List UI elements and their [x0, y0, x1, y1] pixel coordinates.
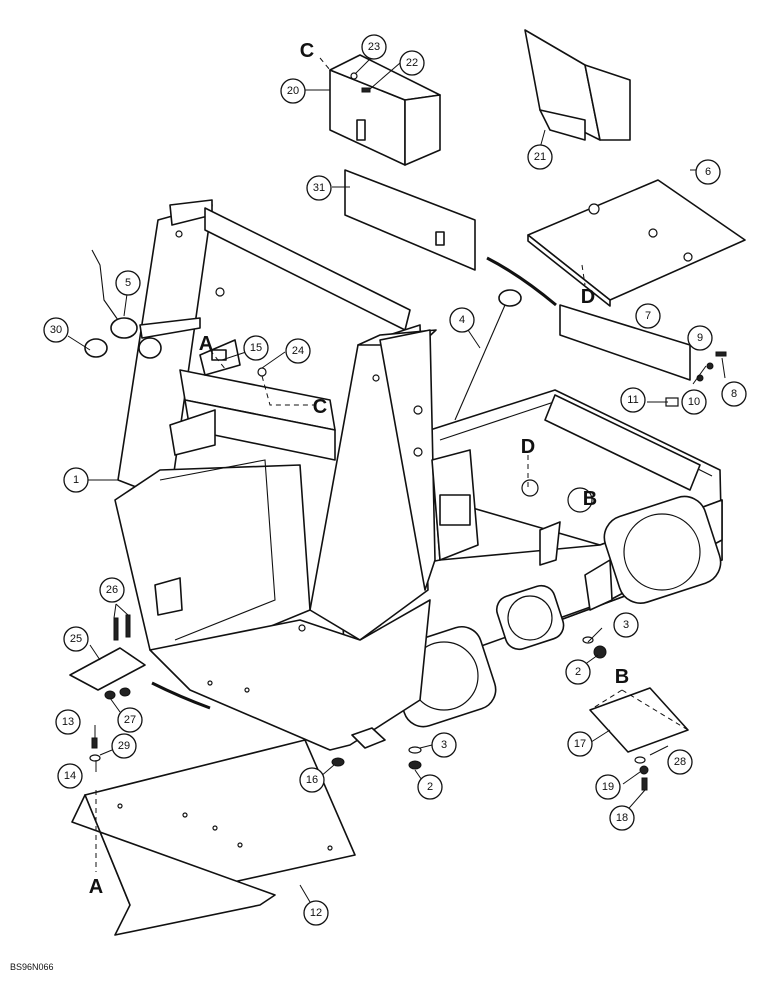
callout-5: 5	[115, 270, 141, 296]
ref-letter-a-lower: A	[89, 876, 103, 898]
callout-10: 10	[681, 389, 707, 415]
svg-text:19: 19	[602, 781, 614, 793]
svg-text:5: 5	[125, 277, 131, 289]
svg-text:23: 23	[368, 41, 380, 53]
ref-letter-b-cover: B	[615, 666, 629, 688]
svg-text:3: 3	[441, 739, 447, 751]
callout-4: 4	[449, 307, 475, 333]
svg-text:12: 12	[310, 907, 322, 919]
part-4-dipstick	[454, 289, 522, 421]
callout-24: 24	[285, 338, 311, 364]
svg-text:24: 24	[292, 345, 304, 357]
svg-text:2: 2	[575, 666, 581, 678]
callout-19: 19	[595, 774, 621, 800]
svg-text:9: 9	[697, 332, 703, 344]
svg-text:31: 31	[313, 182, 325, 194]
callout-27: 27	[117, 707, 143, 733]
svg-text:17: 17	[574, 738, 586, 750]
svg-text:29: 29	[118, 740, 130, 752]
svg-text:8: 8	[731, 388, 737, 400]
callout-7: 7	[635, 303, 661, 329]
svg-text:4: 4	[459, 314, 465, 326]
callout-8: 8	[721, 381, 747, 407]
svg-text:28: 28	[674, 756, 686, 768]
part-7-plate	[559, 304, 691, 381]
callout-17: 17	[567, 731, 593, 757]
part-20-bracket	[329, 54, 441, 166]
svg-text:7: 7	[645, 310, 651, 322]
svg-text:3: 3	[623, 619, 629, 631]
svg-text:25: 25	[70, 633, 82, 645]
svg-text:16: 16	[306, 774, 318, 786]
callout-29: 29	[111, 733, 137, 759]
callout-23: 23	[361, 34, 387, 60]
ref-letter-d-lower: D	[521, 436, 535, 458]
svg-text:13: 13	[62, 716, 74, 728]
svg-text:22: 22	[406, 57, 418, 69]
callout-26: 26	[99, 577, 125, 603]
part-31-plate	[344, 169, 476, 271]
svg-text:15: 15	[250, 342, 262, 354]
ref-letter-c-lower: C	[313, 396, 327, 418]
callout-22: 22	[399, 50, 425, 76]
part-25-plate	[69, 647, 146, 691]
callout-18: 18	[609, 805, 635, 831]
svg-text:2: 2	[427, 781, 433, 793]
part-5-part-30-grommets	[84, 249, 201, 359]
callout-20: 20	[280, 78, 306, 104]
svg-text:18: 18	[616, 812, 628, 824]
callout-9: 9	[687, 325, 713, 351]
ref-letter-b-frame: B	[583, 488, 597, 510]
callout-31: 31	[306, 175, 332, 201]
part-17-cover	[589, 687, 689, 753]
svg-text:14: 14	[64, 770, 76, 782]
callout-25: 25	[63, 626, 89, 652]
svg-text:11: 11	[627, 394, 638, 406]
svg-text:20: 20	[287, 85, 299, 97]
part-21-bracket	[524, 29, 631, 141]
callout-28: 28	[667, 749, 693, 775]
svg-text:21: 21	[534, 151, 546, 163]
svg-text:1: 1	[73, 474, 79, 486]
ref-letter-a-upper: A	[199, 333, 213, 355]
part-6-panel	[527, 179, 746, 307]
svg-text:27: 27	[124, 714, 136, 726]
callout-12: 12	[303, 900, 329, 926]
callout-2-bottom: 2	[417, 774, 443, 800]
callout-11: 11	[620, 387, 646, 413]
callout-3-right: 3	[613, 612, 639, 638]
part-12-floor-plate	[71, 739, 356, 936]
callout-1: 1	[63, 467, 89, 493]
callout-16: 16	[299, 767, 325, 793]
svg-text:30: 30	[50, 324, 62, 336]
callout-6: 6	[695, 159, 721, 185]
callout-13: 13	[55, 709, 81, 735]
svg-text:26: 26	[106, 584, 118, 596]
main-chassis-frame	[114, 199, 723, 751]
fasteners	[89, 72, 727, 791]
callout-21: 21	[527, 144, 553, 170]
ref-letter-d-upper: D	[581, 286, 595, 308]
ref-letter-c-top: C	[300, 40, 314, 62]
figure-code: BS96N066	[10, 962, 54, 972]
callout-14: 14	[57, 763, 83, 789]
callout-30: 30	[43, 317, 69, 343]
reference-letters: C A C D D B B A	[89, 40, 629, 898]
callout-3-bottom: 3	[431, 732, 457, 758]
callout-2-right: 2	[565, 659, 591, 685]
callout-15: 15	[243, 335, 269, 361]
svg-text:6: 6	[705, 166, 711, 178]
svg-text:10: 10	[688, 396, 700, 408]
